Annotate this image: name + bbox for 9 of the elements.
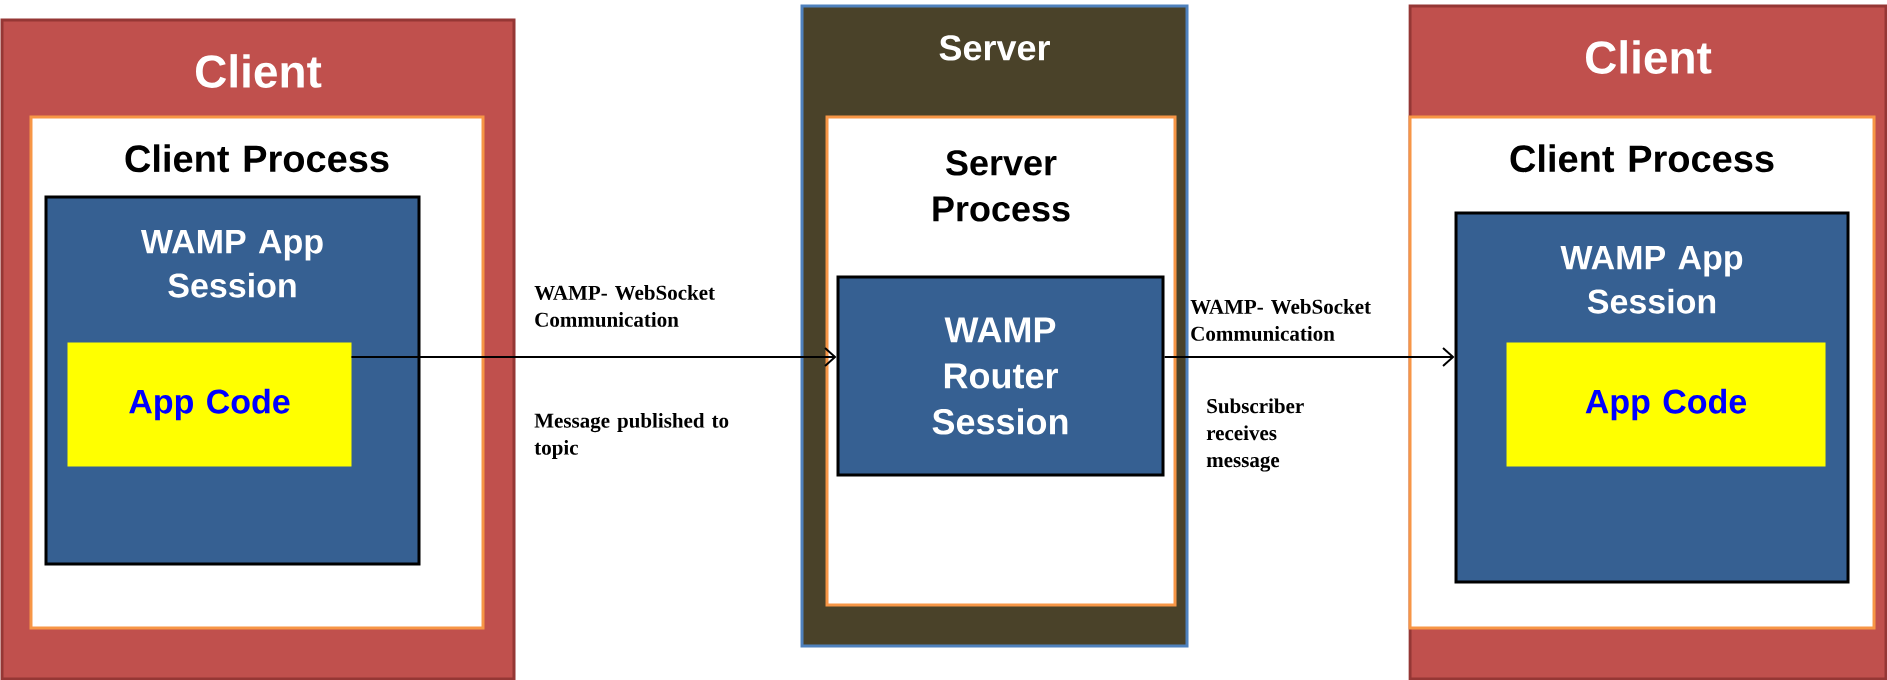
code-box: App Code xyxy=(67,342,352,467)
code-box: App Code xyxy=(1506,342,1826,467)
note-text: Message published to topic xyxy=(534,413,729,459)
arrow xyxy=(350,347,837,367)
session-box: WAMP Router Session xyxy=(836,275,1165,477)
edge-label: WAMP- WebSocket Communication xyxy=(1190,299,1371,341)
edge-label: WAMP- WebSocket Communication xyxy=(534,285,715,327)
note-text: Subscriber receives message xyxy=(1206,398,1304,472)
arrow xyxy=(1163,347,1455,367)
